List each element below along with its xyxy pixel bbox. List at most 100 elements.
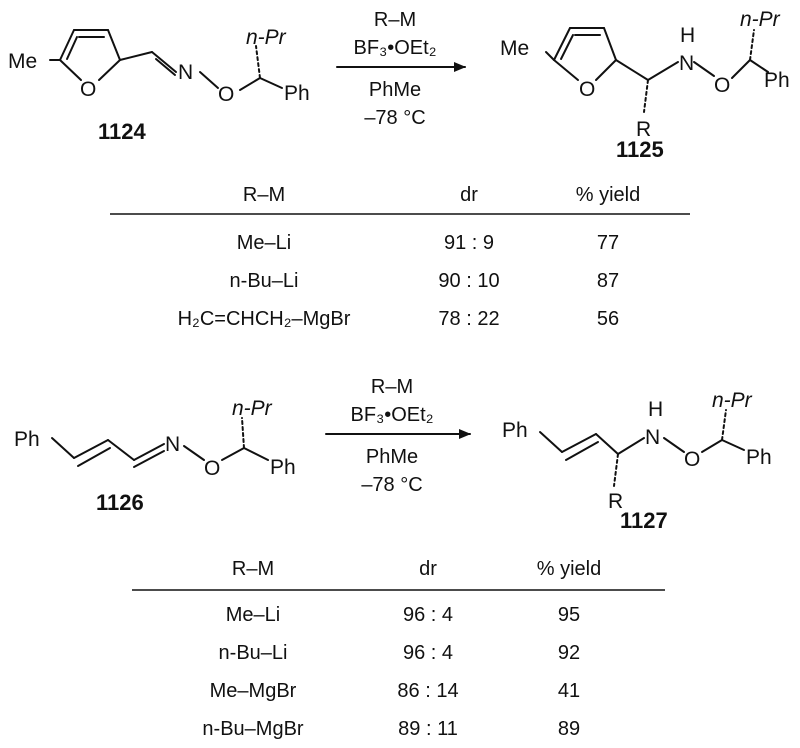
results-table-2: R–M dr % yield Me–Li 96 : 4 95 n-Bu–Li 9… [132, 558, 665, 740]
bond [66, 36, 78, 60]
phenyl-label: Ph [746, 446, 772, 469]
phenyl-left-label: Ph [14, 428, 40, 451]
bond [107, 439, 135, 461]
ring-oxygen-label: O [579, 78, 595, 101]
bond [565, 441, 599, 461]
compound-1125-label: 1125 [616, 137, 664, 162]
bond [553, 27, 571, 61]
ring-oxygen-label: O [80, 78, 96, 101]
table-row: Me–MgBr 86 : 14 41 [210, 680, 580, 702]
bond [241, 417, 245, 449]
solvent-label: PhMe [369, 79, 421, 101]
reagent-label: R–M [374, 9, 416, 31]
npropyl-label: n-Pr [246, 26, 287, 49]
bond [721, 409, 727, 441]
table-row: n-Bu–Li 90 : 10 87 [230, 270, 620, 292]
phenyl-label: Ph [764, 69, 790, 92]
r-group-label: R [608, 490, 623, 513]
table-cell-yield: 95 [558, 604, 580, 626]
bond [221, 447, 245, 461]
r-group-label: R [636, 118, 651, 141]
table-cell-dr: 86 : 14 [397, 680, 458, 702]
bond [255, 45, 261, 79]
bond [617, 437, 645, 455]
table-cell-dr: 96 : 4 [403, 604, 453, 626]
table-header-rm: R–M [232, 558, 274, 580]
bond [107, 29, 121, 61]
table-header-yield: % yield [537, 558, 601, 580]
oxygen-label: O [204, 457, 220, 480]
phenyl-label: Ph [284, 82, 310, 105]
table-cell-rm: Me–MgBr [210, 680, 297, 702]
table-header-dr: dr [419, 558, 437, 580]
reactant-1126-structure [51, 417, 269, 468]
nh-hydrogen-label: H [648, 398, 663, 421]
lewis-acid-label: BF₃•OEt₂ [354, 37, 437, 59]
bond [721, 439, 745, 451]
results-table-1: R–M dr % yield Me–Li 91 : 9 77 n-Bu–Li 9… [110, 184, 690, 330]
oxygen-label: O [218, 83, 234, 106]
scheme2: Ph N O n-Pr Ph 1126 R–M BF₃•OEt₂ PhMe –7… [14, 376, 772, 740]
nitrogen-label: N [679, 52, 694, 75]
table-cell-rm: n-Bu–MgBr [202, 718, 303, 740]
bond [663, 437, 685, 453]
bond [615, 59, 649, 81]
compound-1126-label: 1126 [96, 490, 144, 515]
table-cell-dr: 90 : 10 [438, 270, 499, 292]
bond [239, 77, 261, 91]
table-header-dr: dr [460, 184, 478, 206]
bond [749, 59, 769, 73]
table-header-rm: R–M [243, 184, 285, 206]
bond [243, 447, 269, 461]
bond [133, 450, 165, 468]
reagent-label: R–M [371, 376, 413, 398]
bond [560, 34, 574, 60]
nitrogen-label: N [178, 61, 193, 84]
bond [595, 433, 619, 455]
table-cell-dr: 91 : 9 [444, 232, 494, 254]
table-cell-rm: Me–Li [226, 604, 280, 626]
table-cell-dr: 89 : 11 [398, 718, 458, 740]
nh-hydrogen-label: H [680, 24, 695, 47]
bond [259, 77, 283, 89]
methyl-label: Me [500, 37, 529, 60]
table-row: n-Bu–Li 96 : 4 92 [219, 642, 581, 664]
scheme1: Me O N O n-Pr Ph 1124 R–M BF₃•OEt₂ PhMe … [8, 8, 790, 330]
phenyl-label: Ph [270, 456, 296, 479]
methyl-label: Me [8, 50, 37, 73]
table-cell-rm: n-Bu–Li [230, 270, 299, 292]
bond [77, 447, 111, 467]
temperature-label: –78 °C [361, 474, 422, 496]
oxygen-label: O [684, 448, 700, 471]
bond [701, 439, 723, 453]
bond [731, 59, 751, 79]
bond [693, 61, 715, 77]
bond [749, 29, 755, 61]
npropyl-label: n-Pr [232, 397, 273, 420]
nitrogen-label: N [165, 433, 180, 456]
table-cell-yield: 92 [558, 642, 580, 664]
product-1125-structure [545, 27, 769, 113]
bond [183, 445, 205, 461]
bond [613, 453, 619, 487]
solvent-label: PhMe [366, 446, 418, 468]
bond [545, 51, 555, 61]
bond [647, 61, 679, 81]
bond [595, 59, 617, 81]
table-row: Me–Li 91 : 9 77 [237, 232, 619, 254]
bond [553, 59, 579, 81]
npropyl-label: n-Pr [740, 8, 781, 31]
table-cell-yield: 87 [597, 270, 619, 292]
table-cell-dr: 96 : 4 [403, 642, 453, 664]
table-row: H₂C=CHCH₂–MgBr 78 : 22 56 [178, 308, 620, 330]
bond [151, 51, 177, 73]
table-cell-dr: 78 : 22 [438, 308, 499, 330]
bond [59, 59, 82, 81]
table-cell-yield: 41 [558, 680, 580, 702]
table-cell-rm: Me–Li [237, 232, 291, 254]
phenyl-left-label: Ph [502, 419, 528, 442]
table-cell-yield: 89 [558, 718, 580, 740]
bond [539, 431, 563, 453]
bond [73, 439, 109, 459]
bond [51, 437, 75, 459]
